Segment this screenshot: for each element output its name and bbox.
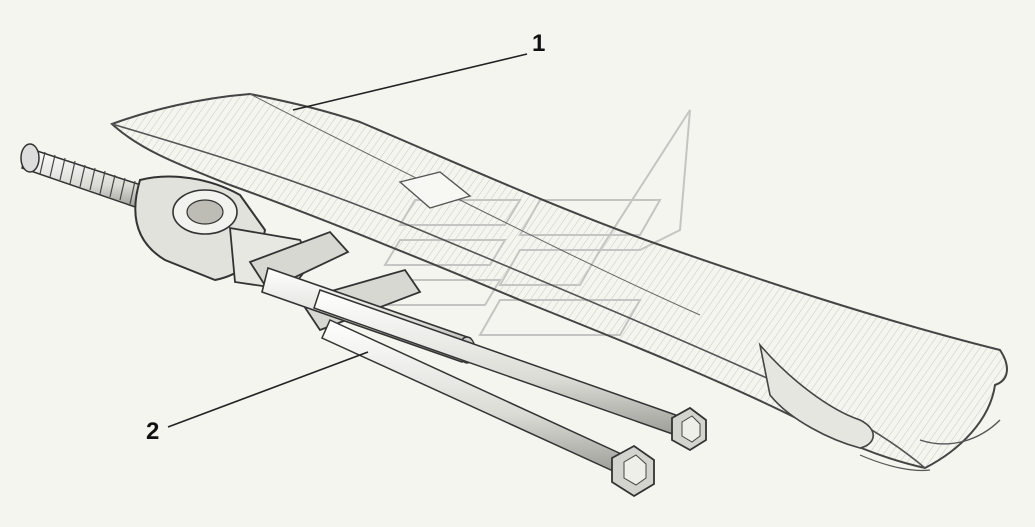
callout-label-1: 1 [532,30,546,57]
leader-line-2 [167,351,369,428]
tool-bag [110,92,1008,472]
threaded-screw [20,143,151,211]
callout-label-2: 2 [146,418,160,445]
hex-nut-upper [671,406,707,452]
puller-rods [313,289,691,478]
puller-tool [20,143,707,498]
hex-nut-lower [611,444,655,498]
leader-line-1 [292,53,528,111]
